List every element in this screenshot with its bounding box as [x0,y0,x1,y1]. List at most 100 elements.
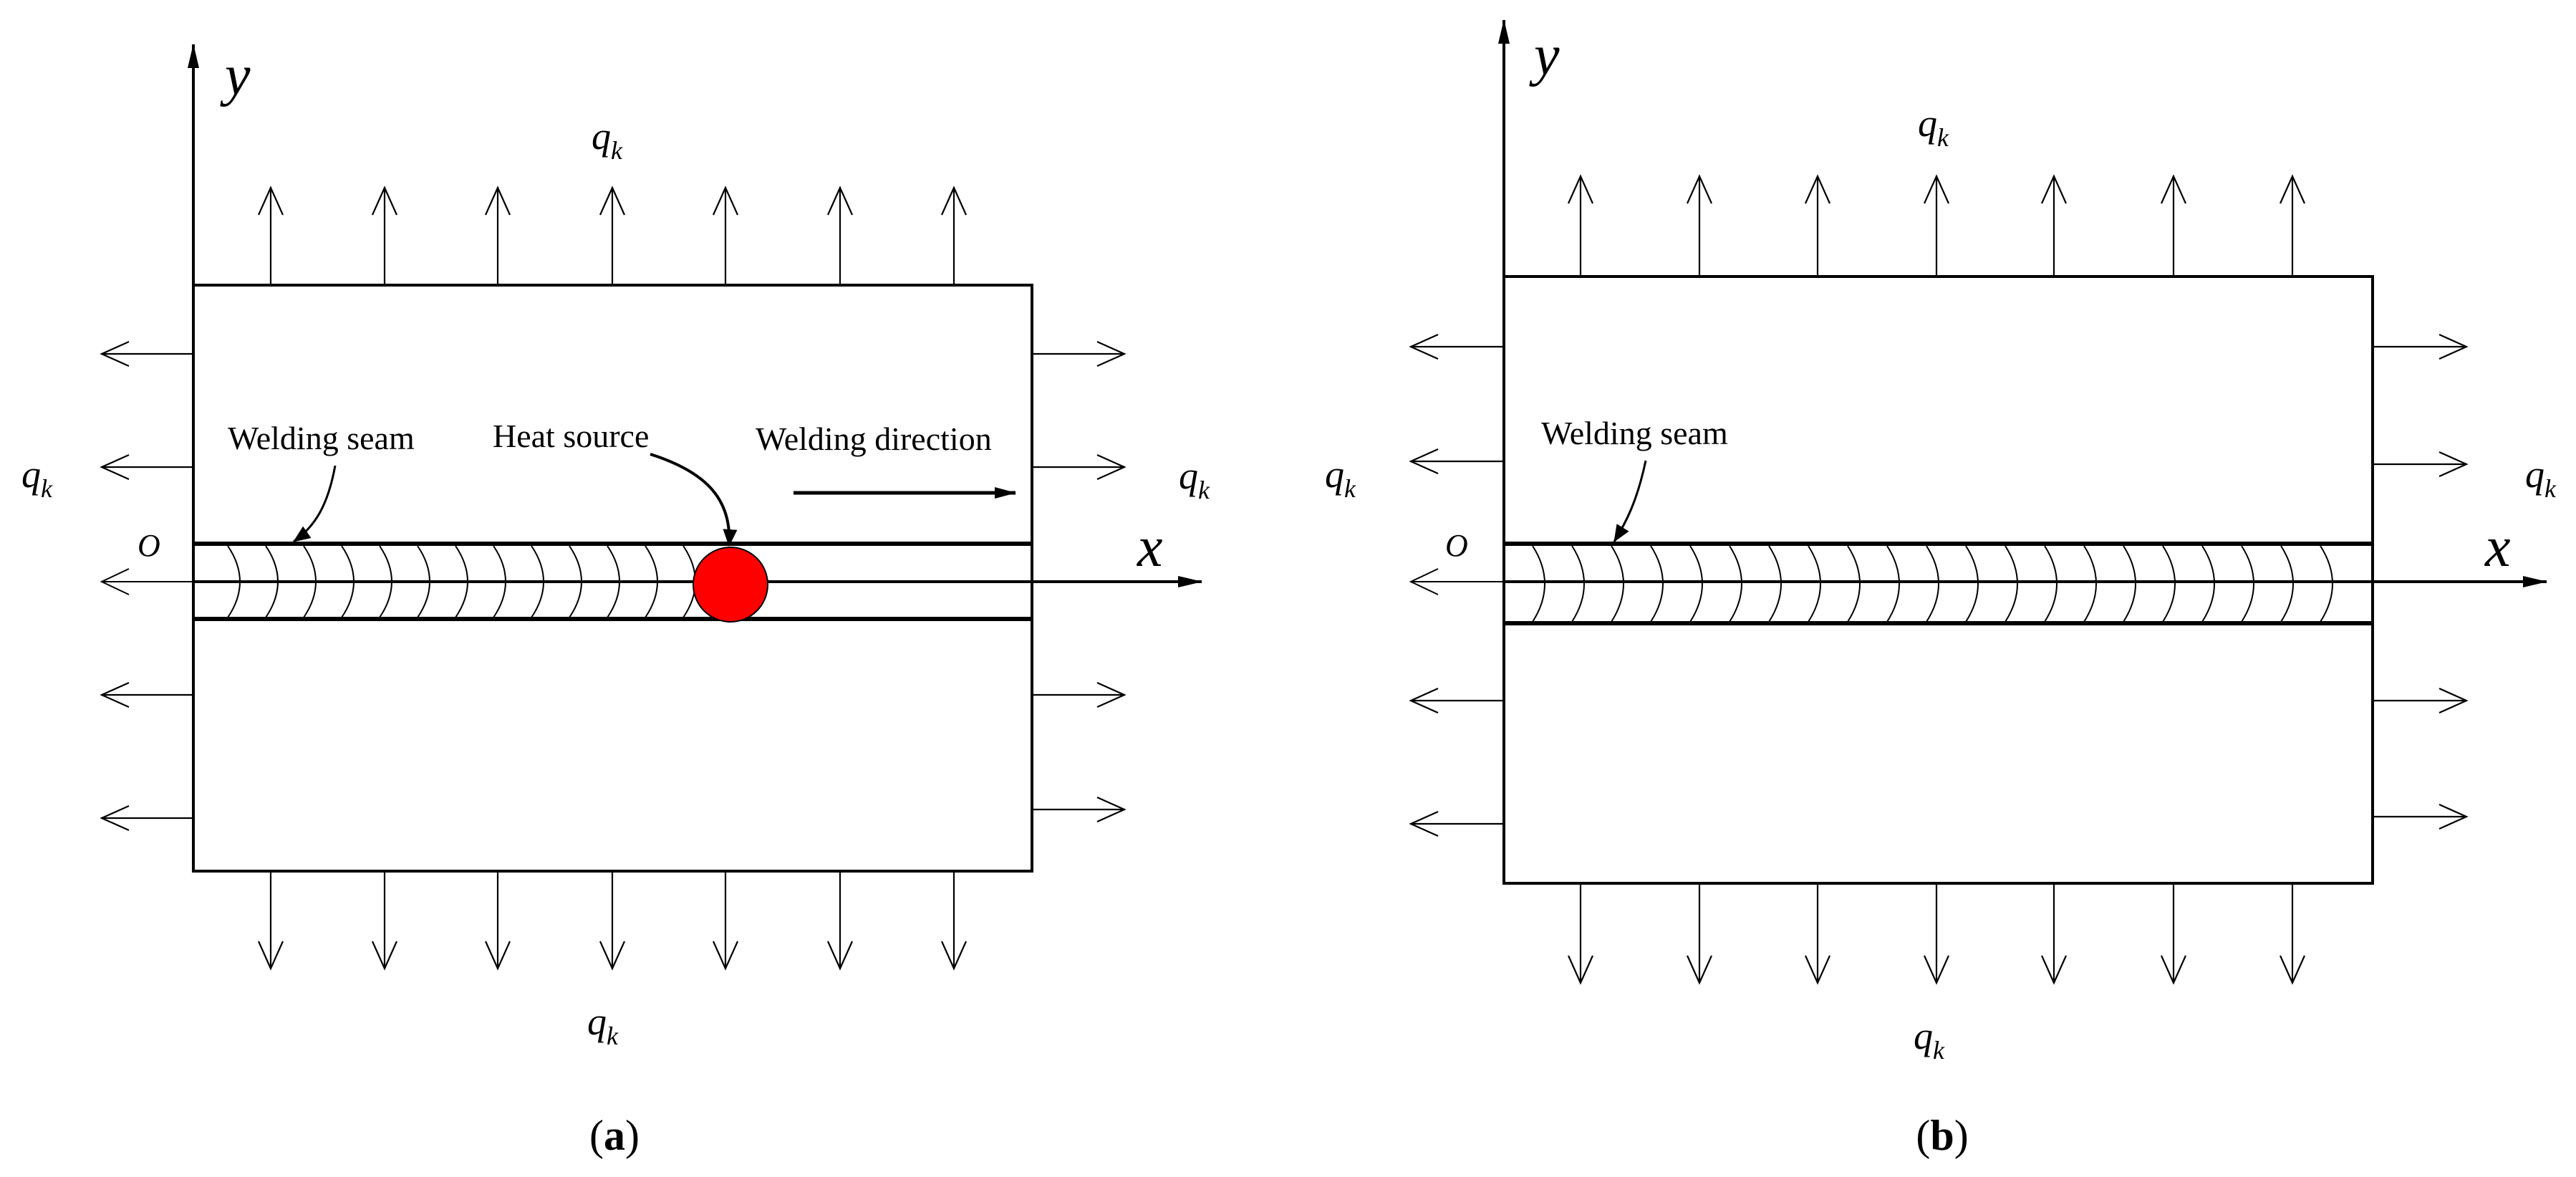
origin-label-a: O [138,528,160,563]
seam-label-b: Welding seam [1541,415,1728,451]
flux-arrow-up-icon [2040,174,2068,275]
svg-text:qk: qk [1914,1014,1945,1065]
seam-callout-b [1613,460,1647,542]
flux-label-right-a: qk [1179,454,1210,504]
heat-source-label-a: Heat source [493,418,649,454]
heat-flux-arrows-a [100,186,1127,971]
flux-subscript: k [1933,1036,1945,1065]
flux-label-right-b: qk [2525,453,2557,503]
flux-arrow-left-icon [1409,333,1502,360]
panel-b: y x O Welding seam qk qk qk qk (b) [1325,19,2557,1159]
flux-label-left-a: qk [21,453,53,503]
flux-arrow-down-icon [826,873,854,971]
flux-arrow-left-icon [100,681,192,708]
seam-bead-arc [2201,545,2215,623]
caption-close: ) [1954,1112,1969,1159]
flux-arrow-right-icon [2374,333,2469,360]
flux-arrow-up-icon [371,186,398,284]
flux-arrow-down-icon [257,873,284,971]
heat-flux-arrows-b [1409,174,2469,985]
flux-arrow-left-icon [1409,448,1502,475]
axis-x-label-a: x [1137,516,1163,579]
seam-bead-arc [1847,545,1861,623]
x-axis-left-arrowhead-a [100,568,130,595]
flux-arrow-up-icon [257,186,284,284]
axis-x-label-b: x [2484,516,2511,579]
caption-open: ( [589,1112,604,1159]
flux-arrow-left-icon [1409,810,1502,837]
seam-bead-arc [2005,545,2018,623]
flux-symbol: q [2525,453,2544,496]
seam-bead-arc [1650,545,1664,623]
flux-arrow-right-icon [1033,796,1127,823]
svg-text:qk: qk [592,115,623,165]
caption-a: (a) [589,1112,640,1159]
flux-arrow-up-icon [826,186,854,284]
seam-bead-arc [2083,545,2097,623]
flux-label-bottom-a: qk [587,1000,619,1050]
flux-arrow-right-icon [1033,340,1127,367]
caption-letter: b [1930,1112,1954,1159]
caption-open: ( [1916,1112,1930,1159]
caption-letter: a [604,1112,625,1159]
flux-arrow-down-icon [2040,885,2068,985]
seam-callout-a [293,465,337,543]
axis-y-label-b: y [1529,24,1560,87]
flux-symbol: q [1179,454,1198,497]
flux-label-top-a: qk [592,115,623,165]
flux-label-top-b: qk [1918,102,1949,152]
seam-bead-arc [2123,545,2136,623]
flux-symbol: q [21,453,41,496]
flux-arrow-up-icon [712,186,739,284]
flux-arrow-up-icon [599,186,626,284]
svg-text:qk: qk [1179,454,1210,504]
direction-label-a: Welding direction [756,421,992,457]
seam-bead-arc [1611,545,1624,623]
flux-arrow-down-icon [2279,885,2306,985]
seam-bead-arc [1808,545,1821,623]
flux-arrow-down-icon [1686,885,1713,985]
origin-label-b: O [1445,528,1468,563]
flux-arrow-left-icon [100,340,192,367]
flux-arrow-up-icon [484,186,511,284]
plate-a [192,284,1033,873]
flux-subscript: k [607,1022,619,1050]
flux-arrow-right-icon [2374,803,2469,830]
seam-bead-arc [2280,545,2294,623]
seam-bead-arc [1571,545,1585,623]
flux-label-bottom-b: qk [1914,1014,1945,1065]
flux-arrow-up-icon [1686,174,1713,275]
flux-arrow-down-icon [940,873,968,971]
flux-arrow-right-icon [2374,451,2469,478]
flux-symbol: q [587,1000,607,1043]
seam-bead-arc [2044,545,2058,623]
seam-label-a: Welding seam [228,420,415,456]
seam-bead-arc [1768,545,1782,623]
x-axis-left-arrowhead-b [1409,568,1439,595]
flux-subscript: k [1344,474,1356,503]
flux-subscript: k [2544,474,2557,503]
seam-bead-arc [2241,545,2254,623]
flux-arrow-up-icon [2160,174,2187,275]
flux-subscript: k [1198,476,1210,504]
weld-seam-b [1532,545,2333,623]
flux-symbol: q [1918,102,1937,145]
flux-arrow-down-icon [599,873,626,971]
svg-text:qk: qk [21,453,53,503]
caption-b: (b) [1916,1112,1968,1159]
flux-label-left-b: qk [1325,453,1356,503]
flux-arrow-down-icon [712,873,739,971]
flux-subscript: k [611,136,623,165]
flux-arrow-up-icon [1804,174,1831,275]
flux-arrow-down-icon [484,873,511,971]
caption-close: ) [625,1112,640,1159]
flux-symbol: q [592,115,611,158]
seam-bead-arc [1926,545,1939,623]
flux-arrow-up-icon [2279,174,2306,275]
flux-symbol: q [1914,1014,1933,1057]
flux-subscript: k [1937,123,1949,152]
seam-bead-arc [1886,545,1900,623]
seam-bead-arc [1532,545,1545,623]
seam-bead-arc [2162,545,2176,623]
